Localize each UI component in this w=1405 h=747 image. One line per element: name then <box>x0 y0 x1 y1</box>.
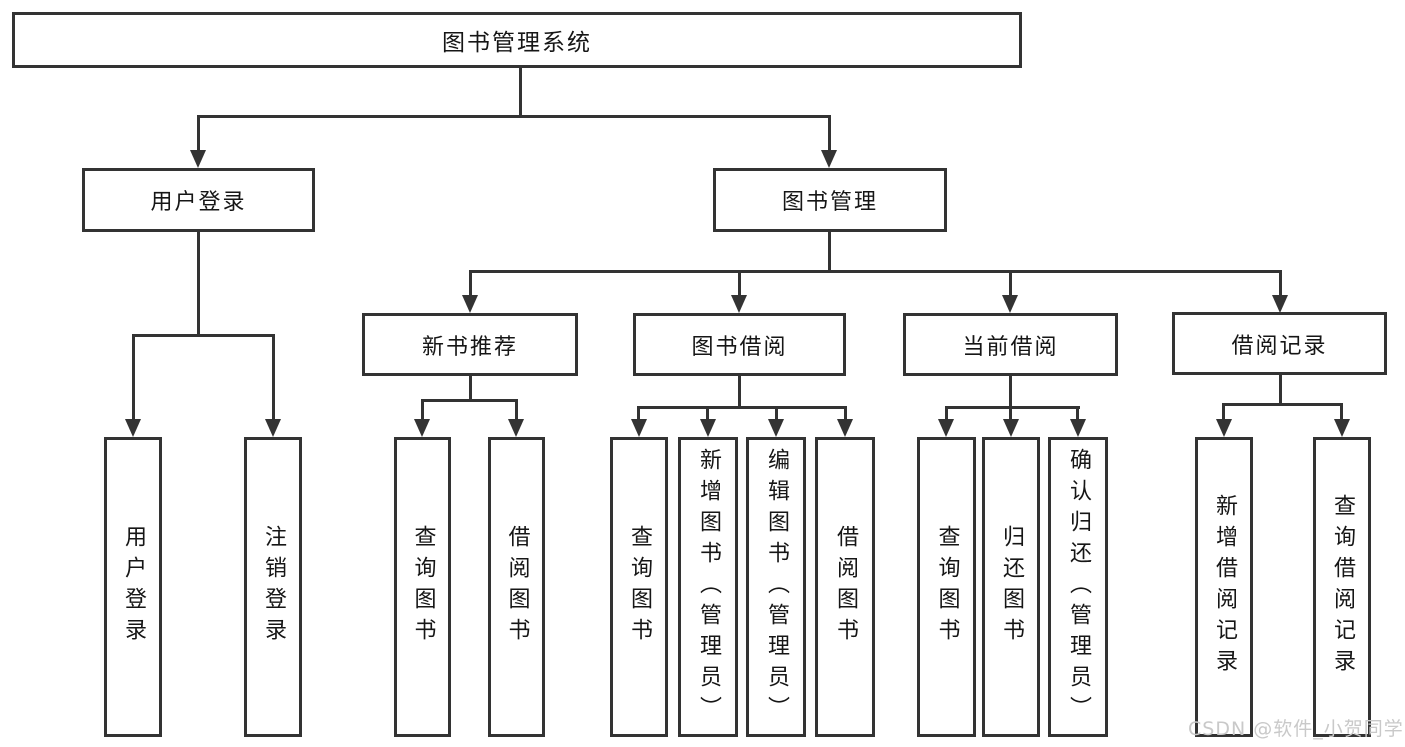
connector-g4-arrowline-1 <box>945 406 948 420</box>
arrowhead-g3-leaf-1 <box>631 419 647 437</box>
leaf-borrow-books: 借阅图书 <box>815 437 875 737</box>
connector-g4-arrowline-3 <box>1076 406 1079 420</box>
connector-g2-arrowline-1 <box>421 399 424 420</box>
leaf-borrow-books-label: 借阅图书 <box>833 525 858 649</box>
node-user-login-label: 用户登录 <box>150 190 247 215</box>
arrowhead-g4-leaf-1 <box>938 419 954 437</box>
arrowhead-g5-leaf-1 <box>1216 419 1232 437</box>
connector-level3-branch <box>469 270 1282 273</box>
node-current-borrow: 当前借阅 <box>903 313 1118 376</box>
connector-g5-stem <box>1279 374 1282 406</box>
connector-user-login-split <box>132 334 275 337</box>
connector-root-stem <box>519 67 522 118</box>
connector-g3-arrowline-3 <box>775 406 778 420</box>
leaf-return-books: 归还图书 <box>982 437 1040 737</box>
connector-arrowline-book-mgmt <box>828 115 831 151</box>
node-borrow-records-label: 借阅记录 <box>1231 333 1328 359</box>
leaf-current-query-books-label: 查询图书 <box>934 525 960 649</box>
arrowhead-leaf-logout <box>265 419 281 437</box>
connector-g3-stem <box>738 375 741 408</box>
node-borrow-records: 借阅记录 <box>1172 312 1387 375</box>
arrowhead-current-borrow <box>1002 295 1018 313</box>
arrowhead-borrow-record <box>1272 295 1288 313</box>
connector-g2-arrowline-2 <box>515 399 518 420</box>
connector-g2-stem <box>469 375 472 402</box>
arrowhead-g2-leaf-2 <box>508 419 524 437</box>
leaf-confirm-return-admin: 确认归还（管理员） <box>1048 437 1108 737</box>
connector-g3-arrowline-4 <box>844 406 847 420</box>
connector-arrowline-user-login <box>197 115 200 151</box>
arrowhead-new-book-rec <box>462 295 478 313</box>
leaf-confirm-return-admin-label: 确认归还（管理员） <box>1066 447 1091 727</box>
connector-level1-branch <box>197 115 831 118</box>
node-book-management-label: 图书管理 <box>781 190 878 215</box>
arrowhead-g2-leaf-1 <box>414 419 430 437</box>
connector-user-login-stem <box>197 231 200 337</box>
connector-book-mgmt-stem <box>828 231 831 273</box>
arrowhead-book-borrow <box>731 295 747 313</box>
leaf-user-login-label: 用户登录 <box>121 525 146 649</box>
node-new-book-recommend: 新书推荐 <box>362 313 578 376</box>
leaf-add-books-admin: 新增图书（管理员） <box>678 437 738 737</box>
leaf-edit-books-admin-label: 编辑图书（管理员） <box>764 447 789 727</box>
connector-g4-arrowline-2 <box>1009 406 1012 420</box>
leaf-borrow-query-books: 查询图书 <box>610 437 668 737</box>
arrowhead-user-login <box>190 150 206 168</box>
connector-g3-split <box>637 406 847 409</box>
leaf-current-query-books: 查询图书 <box>917 437 976 737</box>
connector-arrowline-leaf-login <box>132 334 135 420</box>
leaf-user-login: 用户登录 <box>104 437 162 737</box>
arrowhead-book-mgmt <box>821 150 837 168</box>
leaf-edit-books-admin: 编辑图书（管理员） <box>746 437 806 737</box>
leaf-add-books-admin-label: 新增图书（管理员） <box>696 447 721 727</box>
connector-g5-arrowline-1 <box>1222 403 1225 420</box>
arrowhead-g3-leaf-3 <box>768 419 784 437</box>
leaf-query-borrow-record: 查询借阅记录 <box>1313 437 1371 737</box>
node-root-label: 图书管理系统 <box>442 30 592 56</box>
arrowhead-leaf-login <box>125 419 141 437</box>
leaf-add-borrow-record-label: 新增借阅记录 <box>1212 494 1237 680</box>
leaf-add-borrow-record: 新增借阅记录 <box>1195 437 1253 737</box>
arrowhead-g5-leaf-2 <box>1334 419 1350 437</box>
connector-g3-arrowline-1 <box>637 406 640 420</box>
leaf-return-books-label: 归还图书 <box>999 525 1024 649</box>
connector-g5-arrowline-2 <box>1340 403 1343 420</box>
connector-g3-arrowline-2 <box>706 406 709 420</box>
arrowhead-g3-leaf-4 <box>837 419 853 437</box>
node-current-borrow-label: 当前借阅 <box>962 334 1059 360</box>
node-book-borrow: 图书借阅 <box>633 313 846 376</box>
node-user-login: 用户登录 <box>82 168 315 232</box>
connector-arrowline-current-borrow <box>1009 270 1012 296</box>
csdn-watermark: CSDN @软件_小贺同学 <box>1188 718 1404 740</box>
connector-arrowline-new-book-rec <box>469 270 472 296</box>
arrowhead-g4-leaf-3 <box>1070 419 1086 437</box>
connector-g4-stem <box>1009 375 1012 408</box>
leaf-query-borrow-record-label: 查询借阅记录 <box>1330 494 1355 680</box>
leaf-rec-query-books: 查询图书 <box>394 437 451 737</box>
connector-g2-split <box>421 399 518 402</box>
arrowhead-g4-leaf-2 <box>1003 419 1019 437</box>
node-root: 图书管理系统 <box>12 12 1022 68</box>
connector-g5-split <box>1222 403 1343 406</box>
node-book-borrow-label: 图书借阅 <box>691 334 788 360</box>
arrowhead-g3-leaf-2 <box>700 419 716 437</box>
node-book-management: 图书管理 <box>713 168 947 232</box>
leaf-rec-query-books-label: 查询图书 <box>410 525 436 649</box>
node-new-book-recommend-label: 新书推荐 <box>421 334 518 360</box>
leaf-logout: 注销登录 <box>244 437 302 737</box>
connector-arrowline-borrow-record <box>1279 270 1282 296</box>
connector-g4-split <box>945 406 1080 409</box>
connector-arrowline-leaf-logout <box>272 334 275 420</box>
leaf-rec-borrow-books: 借阅图书 <box>488 437 545 737</box>
leaf-logout-label: 注销登录 <box>261 525 286 649</box>
connector-arrowline-book-borrow <box>738 270 741 296</box>
leaf-rec-borrow-books-label: 借阅图书 <box>504 525 530 649</box>
leaf-borrow-query-books-label: 查询图书 <box>627 525 652 649</box>
